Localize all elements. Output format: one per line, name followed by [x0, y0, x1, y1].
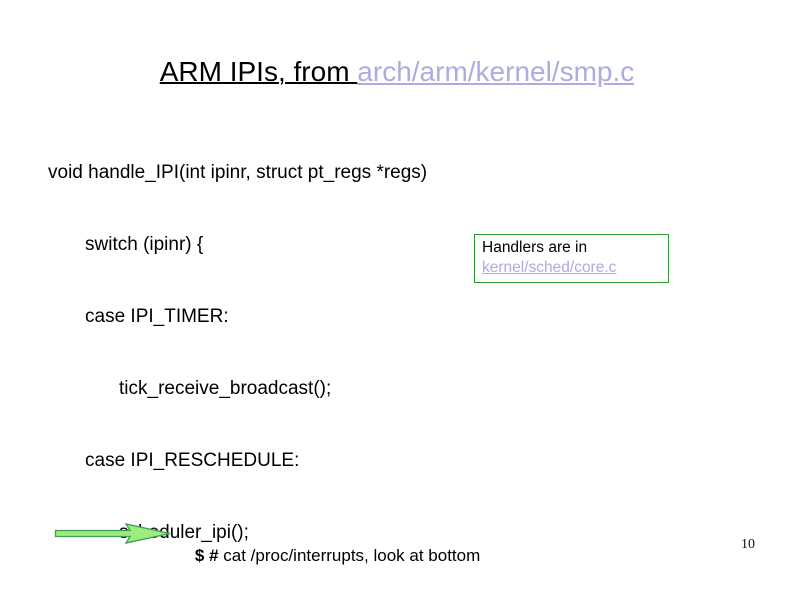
handlers-callout-box: Handlers are in kernel/sched/core.c: [474, 234, 669, 283]
right-arrow-icon: [54, 523, 171, 544]
page-title: ARM IPIs, from arch/arm/kernel/smp.c: [0, 56, 794, 88]
code-line: case IPI_TIMER:: [85, 306, 229, 327]
code-block: void handle_IPI(int ipinr, struct pt_reg…: [48, 113, 442, 595]
title-text: ARM IPIs, from: [159, 56, 358, 87]
page-number: 10: [741, 537, 755, 552]
shell-command-text: cat /proc/interrupts, look at bottom: [223, 546, 481, 565]
shell-prompt: $ #: [194, 546, 224, 565]
shell-command: $ # cat /proc/interrupts, look at bottom: [176, 524, 480, 587]
code-line: tick_receive_broadcast();: [119, 378, 332, 399]
code-line: switch (ipinr) {: [85, 234, 204, 255]
right-arrow-shape: [54, 523, 171, 544]
callout-hyperlink-core-c[interactable]: kernel/sched/core.c: [482, 259, 617, 276]
callout-text: Handlers are in: [482, 239, 588, 256]
code-line: void handle_IPI(int ipinr, struct pt_reg…: [48, 162, 428, 183]
title-hyperlink-smp-c[interactable]: arch/arm/kernel/smp.c: [357, 56, 635, 87]
code-line: case IPI_RESCHEDULE:: [85, 450, 300, 471]
